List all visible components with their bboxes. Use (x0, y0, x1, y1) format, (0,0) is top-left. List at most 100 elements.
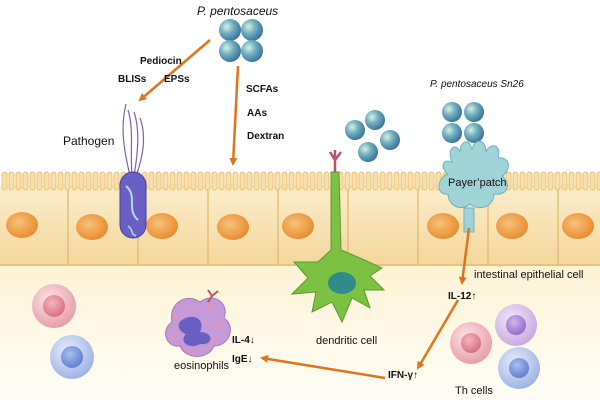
microvillus (393, 171, 400, 191)
microvillus (218, 171, 225, 191)
label-il12: IL-12↑ (448, 291, 477, 302)
microvillus (379, 171, 386, 191)
label-th-cells: Th cells (455, 385, 493, 397)
microvillus (540, 171, 547, 191)
microvillus (106, 171, 113, 191)
microvillus (365, 171, 372, 191)
microvillus (568, 171, 575, 191)
microvillus (386, 171, 393, 191)
label-dextran: Dextran (247, 131, 285, 142)
label-ifn: IFN-γ↑ (388, 370, 418, 381)
microvillus (512, 171, 519, 191)
microvillus (113, 171, 120, 191)
th-cells-shape (450, 304, 540, 389)
epithelial-nuclei (6, 212, 594, 240)
microvillus (589, 171, 596, 191)
bacteria-cluster-dendritic (345, 110, 400, 162)
microvillus (36, 171, 43, 191)
label-payer-patch: Payer’patch (448, 177, 507, 189)
microvillus (421, 171, 428, 191)
epithelial-layer (0, 171, 600, 266)
microvillus (22, 171, 29, 191)
microvillus (232, 171, 239, 191)
microvillus (288, 171, 295, 191)
microvillus (253, 171, 260, 191)
microvillus (414, 171, 421, 191)
payer-patch-shape (438, 140, 509, 233)
microvillus (533, 171, 540, 191)
microvillus (428, 171, 435, 191)
microvillus (211, 171, 218, 191)
microvillus (169, 171, 176, 191)
microvillus (295, 171, 302, 191)
microvillus (351, 171, 358, 191)
microvillus (99, 171, 106, 191)
microvillus (148, 171, 155, 191)
arrow-il12-to-ifn (416, 299, 460, 370)
microvillus (561, 171, 568, 191)
label-blis: BLISs (118, 74, 147, 85)
label-p-pentosaceus: P. pentosaceus (197, 4, 279, 18)
microvillus (197, 171, 204, 191)
microvillus (554, 171, 561, 191)
microvillus (183, 171, 190, 191)
microvillus (1, 171, 8, 191)
microvillus (372, 171, 379, 191)
microvillus (85, 171, 92, 191)
microvillus (239, 171, 246, 191)
free-cells-left (32, 284, 94, 379)
microvillus (281, 171, 288, 191)
microvillus (274, 171, 281, 191)
microvillus (225, 171, 232, 191)
dendritic-cell-shape (290, 150, 386, 324)
microvillus (78, 171, 85, 191)
arrow-bacteria-to-epithelium (229, 65, 240, 166)
microvillus (71, 171, 78, 191)
microvillus (575, 171, 582, 191)
microvillus (302, 171, 309, 191)
bacteria-cluster-sn26 (442, 102, 484, 143)
microvillus (526, 171, 533, 191)
microvillus (204, 171, 211, 191)
microvillus (407, 171, 414, 191)
label-ige: IgE↓ (232, 354, 253, 365)
label-eosinophils: eosinophils (174, 360, 230, 372)
arrow-ifn-to-eosinophil (260, 355, 386, 380)
bacteria-cluster-top (219, 19, 263, 62)
eosinophil-cell (165, 289, 231, 357)
label-il4: IL-4↓ (232, 335, 255, 346)
label-scfa: SCFAs (246, 84, 279, 95)
label-aas: AAs (247, 108, 268, 119)
microvillus (344, 171, 351, 191)
label-intestinal-epithelial-cell: intestinal epithelial cell (474, 269, 584, 281)
microvillus (15, 171, 22, 191)
label-dendritic-cell: dendritic cell (316, 335, 378, 347)
microvillus (260, 171, 267, 191)
microvillus (316, 171, 323, 191)
arrows (138, 39, 471, 380)
microvillus (64, 171, 71, 191)
microvillus (8, 171, 15, 191)
microvillus (43, 171, 50, 191)
arrow-payer-to-il12 (458, 227, 471, 285)
microvillus (190, 171, 197, 191)
microvillus (519, 171, 526, 191)
microvillus (547, 171, 554, 191)
microvillus (323, 171, 330, 191)
microvillus (29, 171, 36, 191)
microvillus (162, 171, 169, 191)
label-p-pentosaceus-sn26: P. pentosaceus Sn26 (430, 79, 524, 90)
microvillus (358, 171, 365, 191)
microvillus (57, 171, 64, 191)
label-pathogen: Pathogen (63, 134, 115, 148)
arrow-bacteria-to-pathogen (138, 39, 211, 102)
microvillus (246, 171, 253, 191)
microvillus (309, 171, 316, 191)
microvillus (92, 171, 99, 191)
microvillus (155, 171, 162, 191)
label-eps: EPSs (164, 74, 190, 85)
microvillus (176, 171, 183, 191)
microvillus (582, 171, 589, 191)
label-pediocin: Pediocin (140, 56, 182, 67)
